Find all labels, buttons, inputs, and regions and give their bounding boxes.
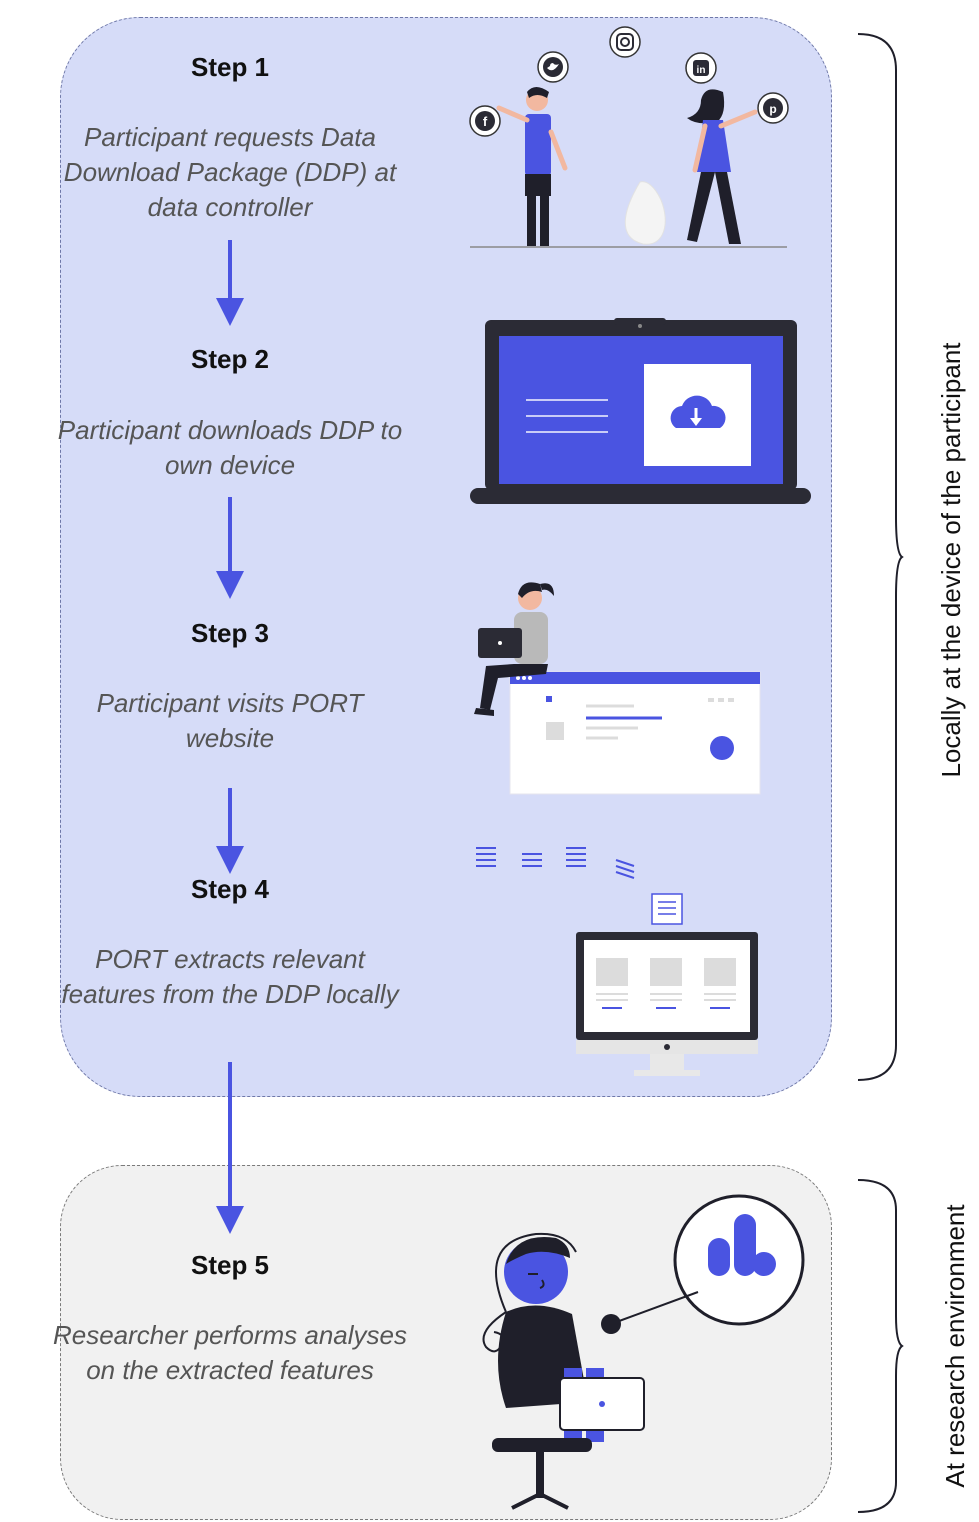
linkedin-icon: in (685, 52, 717, 84)
arrow-step1-to-step2 (216, 240, 244, 326)
svg-text:f: f (483, 114, 488, 129)
step-1-title: Step 1 (190, 52, 270, 82)
twitter-icon (537, 51, 569, 83)
researcher-analysis-illustration (482, 1194, 805, 1510)
step-2-description: Participant downloads DDP to own device (57, 415, 403, 480)
local-device-brace (857, 33, 904, 1081)
website-visit-illustration (474, 582, 761, 795)
step-3-title: Step 3 (190, 618, 270, 648)
step-2-title: Step 2 (190, 344, 270, 374)
svg-text:p: p (769, 102, 776, 116)
social-media-illustration: f in p (469, 26, 789, 248)
facebook-icon: f (469, 105, 501, 137)
step-1-description: Participant requests Data Download Packa… (63, 122, 397, 222)
pinterest-icon: p (757, 92, 789, 124)
step-3-description: Participant visits PORT website (96, 688, 364, 753)
step-4-description: PORT extracts relevant features from the… (61, 944, 399, 1009)
laptop-download-illustration (470, 318, 811, 504)
cloud-download-icon (670, 395, 726, 428)
research-environment-label: At research environment (940, 1204, 970, 1488)
step-5-title: Step 5 (190, 1250, 270, 1280)
bar-chart-icon (708, 1214, 776, 1276)
arrow-step2-to-step3 (216, 497, 244, 599)
svg-text:in: in (697, 65, 706, 76)
instagram-icon (609, 26, 641, 58)
step-4-title: Step 4 (190, 874, 270, 904)
research-environment-brace (857, 1179, 904, 1513)
step-5-description: Researcher performs analyses on the extr… (52, 1320, 408, 1385)
local-device-label: Locally at the device of the participant (936, 342, 966, 778)
arrow-step4-to-step5 (216, 1062, 244, 1234)
desktop-extraction-illustration (476, 847, 758, 1076)
arrow-step3-to-step4 (216, 788, 244, 874)
